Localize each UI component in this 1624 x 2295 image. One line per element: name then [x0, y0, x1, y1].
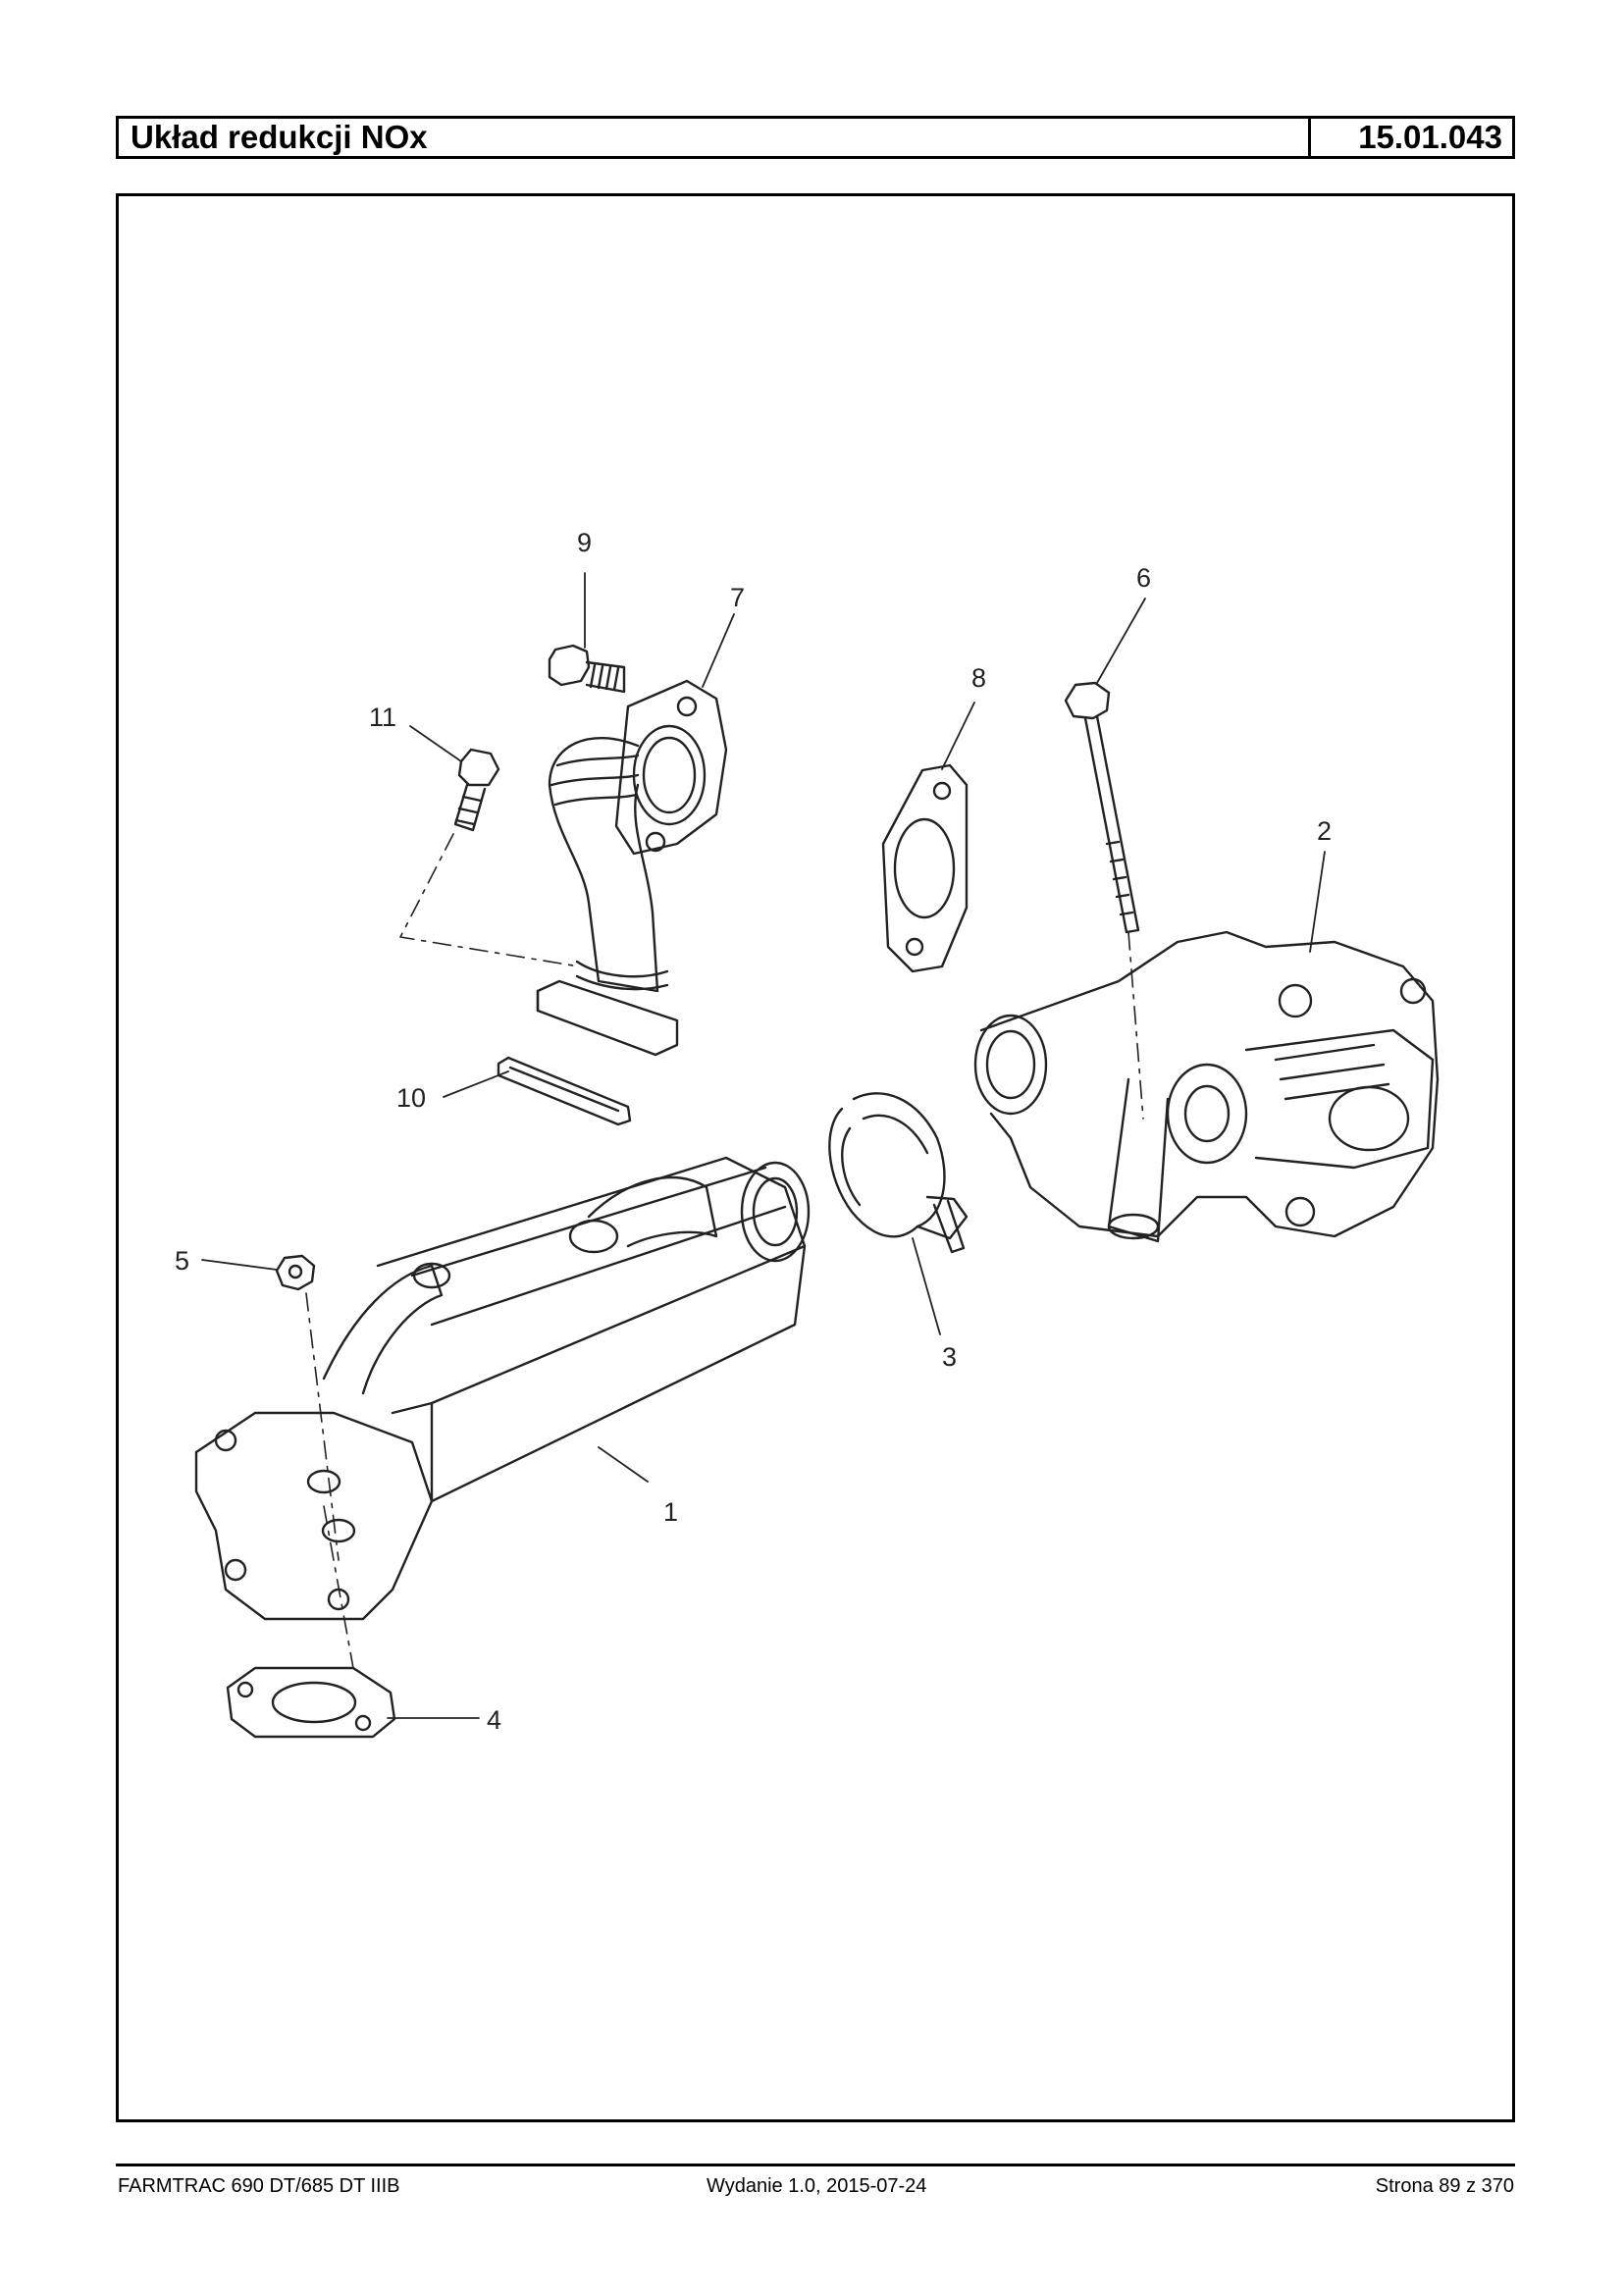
callout-7: 7: [730, 583, 745, 612]
callout-3: 3: [942, 1342, 957, 1372]
footer-page-number: Strona 89 z 370: [1375, 2175, 1514, 2197]
callout-4: 4: [487, 1705, 501, 1735]
page-title: Układ redukcji NOx: [119, 119, 1311, 156]
part-11-screw: [453, 748, 500, 832]
callout-1: 1: [663, 1497, 678, 1527]
part-7-elbow-pipe: [536, 679, 728, 1057]
callout-8: 8: [971, 663, 986, 693]
page-header: Układ redukcji NOx 15.01.043: [116, 116, 1515, 159]
part-8-flange-gasket: [881, 763, 969, 973]
part-1-egr-cooler: [194, 1156, 811, 1621]
part-4-lower-gasket: [226, 1666, 396, 1739]
callout-11: 11: [369, 703, 396, 732]
assembly-axes: [305, 833, 1144, 1669]
footer-model: FARMTRAC 690 DT/685 DT IIIB: [118, 2175, 400, 2197]
part-3-band-clamp: [828, 1092, 969, 1254]
part-2-egr-valve: [973, 930, 1440, 1243]
footer-edition: Wydanie 1.0, 2015-07-24: [707, 2175, 927, 2197]
callout-6: 6: [1136, 563, 1151, 593]
leader-lines: [201, 572, 1326, 1719]
callout-9: 9: [577, 528, 592, 557]
part-9-bolt: [548, 644, 626, 694]
part-5-nut: [275, 1254, 316, 1291]
footer-divider: [116, 2164, 1515, 2166]
section-code: 15.01.043: [1358, 119, 1502, 155]
diagram-frame: [116, 193, 1515, 2122]
callout-2: 2: [1317, 816, 1332, 846]
part-10-gasket: [497, 1056, 632, 1126]
part-6-long-bolt: [1064, 681, 1140, 934]
callout-10: 10: [396, 1083, 426, 1113]
callout-5: 5: [175, 1246, 189, 1276]
